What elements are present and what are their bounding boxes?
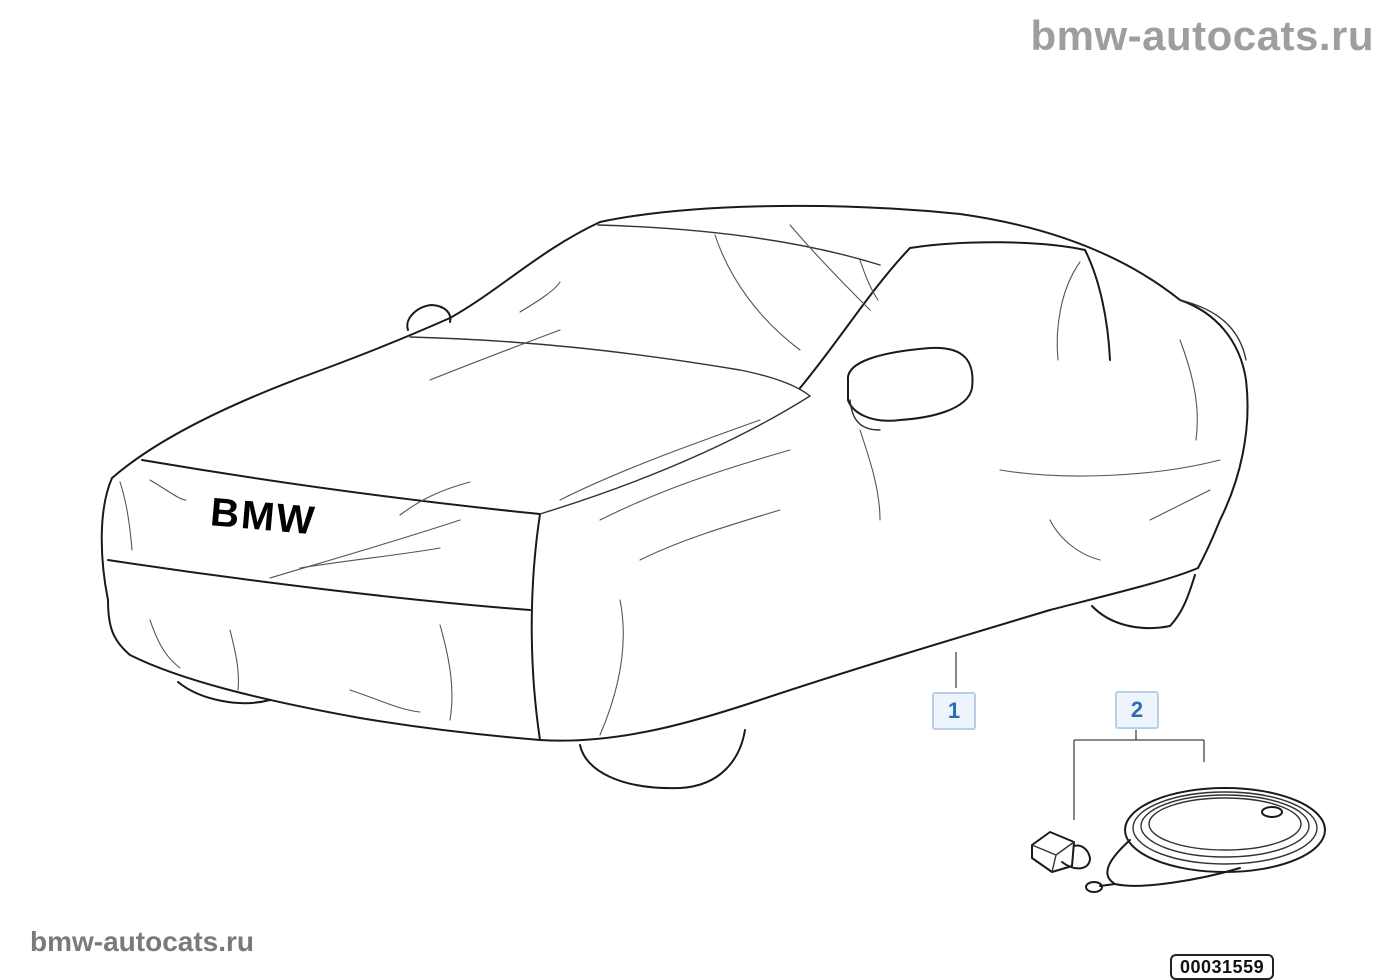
car-cover-illustration <box>100 204 1249 790</box>
leader-bracket-2 <box>1073 730 1205 820</box>
part-callout-1[interactable]: 1 <box>932 692 976 730</box>
watermark-bottom: bmw-autocats.ru <box>30 926 255 957</box>
cable-lock-illustration <box>1031 787 1326 893</box>
cover-logo-text: BMW <box>209 490 318 543</box>
part-callout-2[interactable]: 2 <box>1115 691 1159 729</box>
watermark-top: bmw-autocats.ru <box>1030 12 1374 59</box>
diagram-id-label: 00031559 <box>1170 954 1275 980</box>
